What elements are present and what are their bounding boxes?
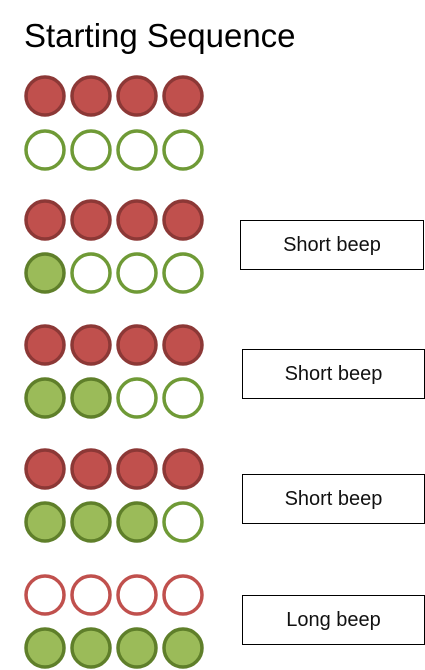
green-light-step-3-1 — [24, 377, 66, 419]
red-light-step-2-3 — [116, 199, 158, 241]
red-light-step-1-1 — [24, 75, 66, 117]
red-light-step-5-2 — [70, 574, 112, 616]
red-light-step-5-3 — [116, 574, 158, 616]
red-light-step-4-4 — [162, 448, 204, 490]
green-light-step-1-2 — [70, 129, 112, 171]
beep-label-step-5: Long beep — [242, 595, 425, 645]
red-light-step-4-1 — [24, 448, 66, 490]
red-light-step-2-1 — [24, 199, 66, 241]
green-light-step-1-3 — [116, 129, 158, 171]
red-light-step-4-2 — [70, 448, 112, 490]
red-light-step-2-2 — [70, 199, 112, 241]
green-light-step-2-1 — [24, 252, 66, 294]
beep-label-step-4: Short beep — [242, 474, 425, 524]
beep-label-step-3: Short beep — [242, 349, 425, 399]
red-light-step-4-3 — [116, 448, 158, 490]
red-light-step-2-4 — [162, 199, 204, 241]
beep-label-step-2: Short beep — [240, 220, 424, 270]
green-light-step-5-4 — [162, 627, 204, 669]
red-light-step-1-2 — [70, 75, 112, 117]
green-light-step-1-4 — [162, 129, 204, 171]
red-light-step-3-2 — [70, 324, 112, 366]
green-light-step-5-2 — [70, 627, 112, 669]
green-light-step-1-1 — [24, 129, 66, 171]
green-light-step-4-2 — [70, 501, 112, 543]
red-light-step-3-4 — [162, 324, 204, 366]
red-light-step-5-1 — [24, 574, 66, 616]
green-light-step-2-3 — [116, 252, 158, 294]
red-light-step-5-4 — [162, 574, 204, 616]
page-title: Starting Sequence — [24, 17, 296, 54]
green-light-step-2-4 — [162, 252, 204, 294]
green-light-step-5-1 — [24, 627, 66, 669]
green-light-step-4-4 — [162, 501, 204, 543]
green-light-step-4-1 — [24, 501, 66, 543]
red-light-step-1-4 — [162, 75, 204, 117]
green-light-step-3-2 — [70, 377, 112, 419]
green-light-step-5-3 — [116, 627, 158, 669]
red-light-step-3-3 — [116, 324, 158, 366]
green-light-step-2-2 — [70, 252, 112, 294]
green-light-step-3-4 — [162, 377, 204, 419]
green-light-step-3-3 — [116, 377, 158, 419]
red-light-step-1-3 — [116, 75, 158, 117]
red-light-step-3-1 — [24, 324, 66, 366]
green-light-step-4-3 — [116, 501, 158, 543]
